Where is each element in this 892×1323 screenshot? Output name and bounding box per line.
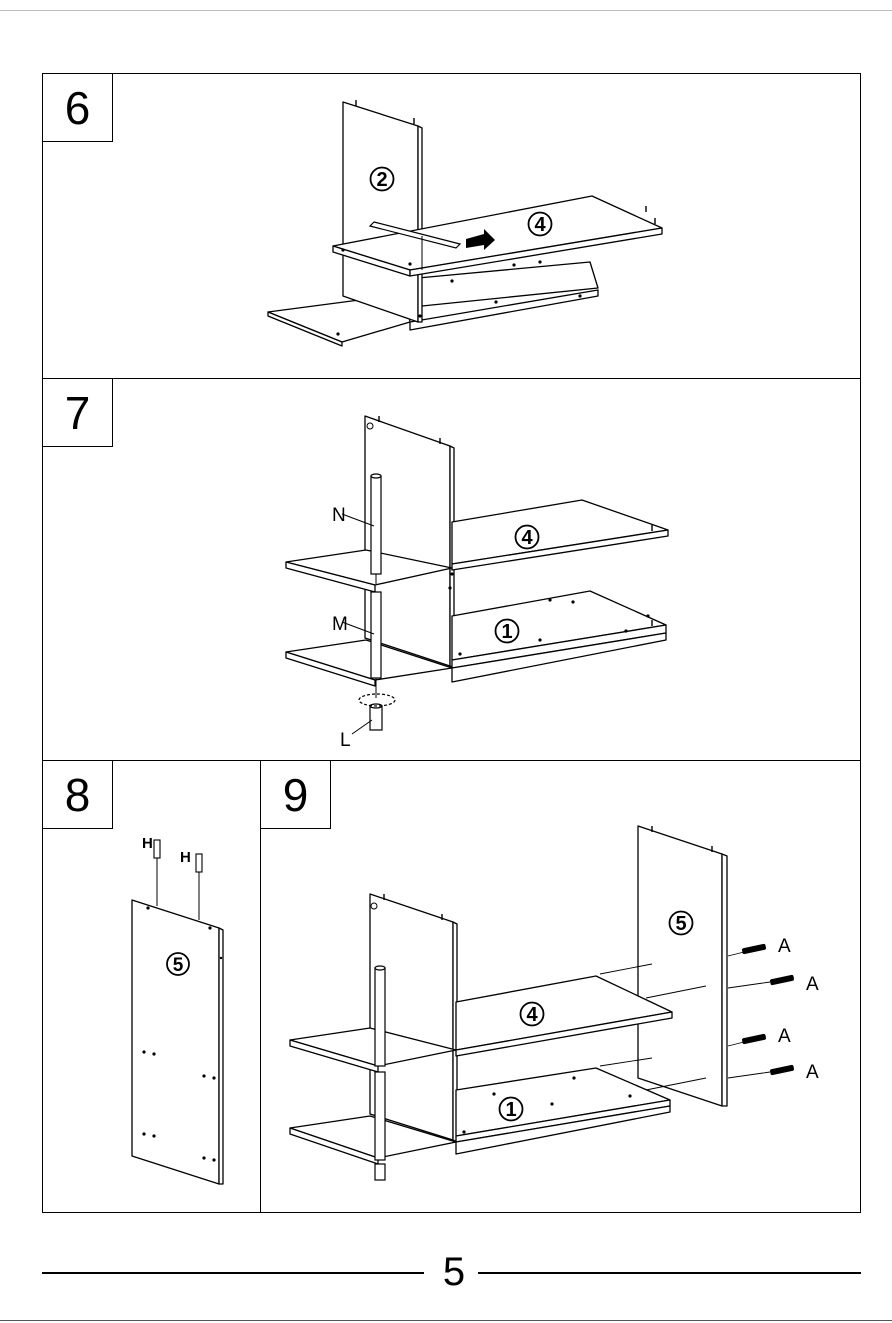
step-9-hardware-a-1: A	[778, 936, 791, 957]
step-7-part-4: 4	[516, 526, 539, 550]
step-7-hardware-n: N	[332, 505, 346, 526]
svg-text:2: 2	[376, 169, 387, 191]
step-9-hardware-a-3: A	[778, 1026, 791, 1047]
step-9-part-1: 1	[500, 1098, 523, 1122]
step-9-part-5: 5	[670, 912, 693, 936]
step-6-illustration: 2 4	[0, 0, 892, 380]
step-6-part-4: 4	[529, 213, 552, 237]
svg-text:4: 4	[526, 1004, 538, 1026]
step-7-hardware-m: M	[332, 614, 348, 635]
svg-text:1: 1	[505, 1099, 516, 1121]
footer-rule-right	[478, 1272, 861, 1274]
step-8-hardware-h-2: H	[180, 849, 191, 866]
page-number: 5	[432, 1250, 476, 1294]
step-6-part-2: 2	[371, 168, 394, 192]
page-bottom-rule	[0, 1320, 892, 1321]
step-7-illustration: N M L 4 1	[0, 380, 892, 760]
step-8-hardware-h-1: H	[142, 835, 153, 852]
step-9-hardware-a-2: A	[806, 974, 819, 995]
step-7-part-1: 1	[496, 620, 519, 644]
svg-text:1: 1	[501, 621, 512, 643]
step-7-hardware-l: L	[340, 730, 351, 751]
svg-text:4: 4	[534, 214, 546, 236]
step-9-illustration: A A A A 5 4 1	[260, 760, 860, 1212]
step-8-part-5: 5	[167, 953, 189, 976]
svg-text:4: 4	[521, 527, 533, 549]
step-9-hardware-a-4: A	[806, 1062, 819, 1083]
svg-text:5: 5	[675, 913, 686, 935]
step-9-part-4: 4	[521, 1003, 544, 1027]
step-8-illustration: H H 5	[0, 760, 260, 1212]
svg-text:5: 5	[173, 955, 184, 976]
footer-rule-left	[42, 1272, 424, 1274]
